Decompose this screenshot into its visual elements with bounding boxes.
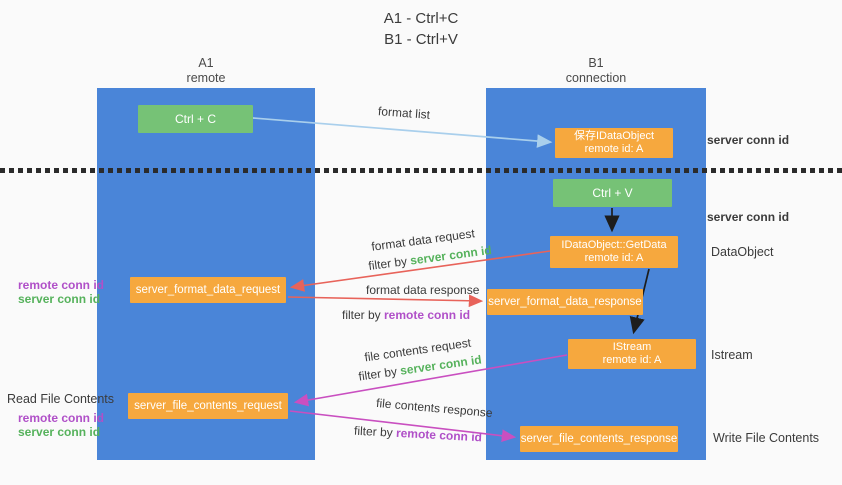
arrow-format-data-response bbox=[287, 294, 484, 308]
node-ctrl-v: Ctrl + V bbox=[553, 179, 672, 207]
server-conn-id-text: server conn id bbox=[18, 292, 101, 306]
arrow-file-contents-request bbox=[293, 354, 568, 407]
node-istream-line2: remote id: A bbox=[602, 354, 662, 366]
remote-conn-id-text: remote conn id bbox=[18, 411, 105, 425]
node-istream-line1: IStream bbox=[612, 341, 652, 353]
lane-b1-role: connection bbox=[565, 71, 627, 85]
filter-by-text: filter by bbox=[342, 308, 385, 322]
node-getdata-line1: IDataObject::GetData bbox=[561, 239, 667, 251]
annotation-write-file-contents: Write File Contents bbox=[713, 431, 820, 445]
label-filter-remote-1: filter by remote conn id bbox=[342, 308, 470, 322]
node-istream: IStream remote id: A bbox=[568, 339, 696, 369]
node-save-dataobject-line2: remote id: A bbox=[584, 143, 644, 155]
lane-header-b1: B1 connection bbox=[536, 56, 656, 86]
title-line-1: A1 - Ctrl+C bbox=[383, 10, 459, 27]
annotation-dataobject: DataObject bbox=[711, 245, 774, 259]
arrow-format-list bbox=[252, 117, 553, 148]
annotation-server-conn-id-1: server conn id bbox=[707, 133, 790, 147]
node-getdata-line2: remote id: A bbox=[584, 252, 644, 264]
annotation-conn-ids-format: remote conn id server conn id bbox=[18, 278, 105, 306]
remote-conn-id-text: remote conn id bbox=[18, 278, 105, 292]
annotation-read-file-contents: Read File Contents bbox=[7, 392, 115, 406]
node-save-dataobject-line1: 保存IDataObject bbox=[573, 130, 655, 142]
lane-a1-id: A1 bbox=[198, 56, 214, 70]
arrow-format-data-request bbox=[289, 250, 551, 292]
node-server-format-data-request: server_format_data_request bbox=[130, 277, 286, 303]
node-getdata: IDataObject::GetData remote id: A bbox=[550, 236, 678, 268]
lane-header-a1: A1 remote bbox=[146, 56, 266, 86]
lane-a1-role: remote bbox=[186, 71, 226, 85]
node-server-file-contents-response: server_file_contents_response bbox=[520, 426, 678, 452]
remote-conn-id-text: remote conn id bbox=[384, 308, 471, 322]
arrow-file-contents-response bbox=[289, 410, 517, 443]
annotation-conn-ids-file: remote conn id server conn id bbox=[18, 411, 105, 439]
node-server-format-data-request-label: server_format_data_request bbox=[135, 284, 281, 296]
diagram-title: A1 - Ctrl+C B1 - Ctrl+V bbox=[321, 8, 521, 50]
node-ctrl-c-label: Ctrl + C bbox=[174, 112, 216, 126]
node-ctrl-c: Ctrl + C bbox=[138, 105, 253, 133]
lane-b1-id: B1 bbox=[588, 56, 604, 70]
node-save-dataobject: 保存IDataObject remote id: A bbox=[555, 128, 673, 158]
node-server-file-contents-request: server_file_contents_request bbox=[128, 393, 288, 419]
annotation-server-conn-id-2: server conn id bbox=[707, 210, 790, 224]
phase-separator-dotted-line bbox=[0, 168, 842, 173]
node-server-file-contents-request-label: server_file_contents_request bbox=[134, 400, 282, 412]
node-server-format-data-response-label: server_format_data_response bbox=[488, 296, 642, 308]
label-format-data-response: format data response bbox=[366, 283, 480, 297]
server-conn-id-text: server conn id bbox=[18, 425, 101, 439]
node-server-format-data-response: server_format_data_response bbox=[487, 289, 643, 315]
filter-by-text: filter by bbox=[353, 423, 397, 440]
node-server-file-contents-response-label: server_file_contents_response bbox=[520, 433, 678, 445]
title-line-2: B1 - Ctrl+V bbox=[384, 31, 458, 48]
node-ctrl-v-label: Ctrl + V bbox=[592, 186, 633, 200]
annotation-istream: Istream bbox=[711, 348, 753, 362]
